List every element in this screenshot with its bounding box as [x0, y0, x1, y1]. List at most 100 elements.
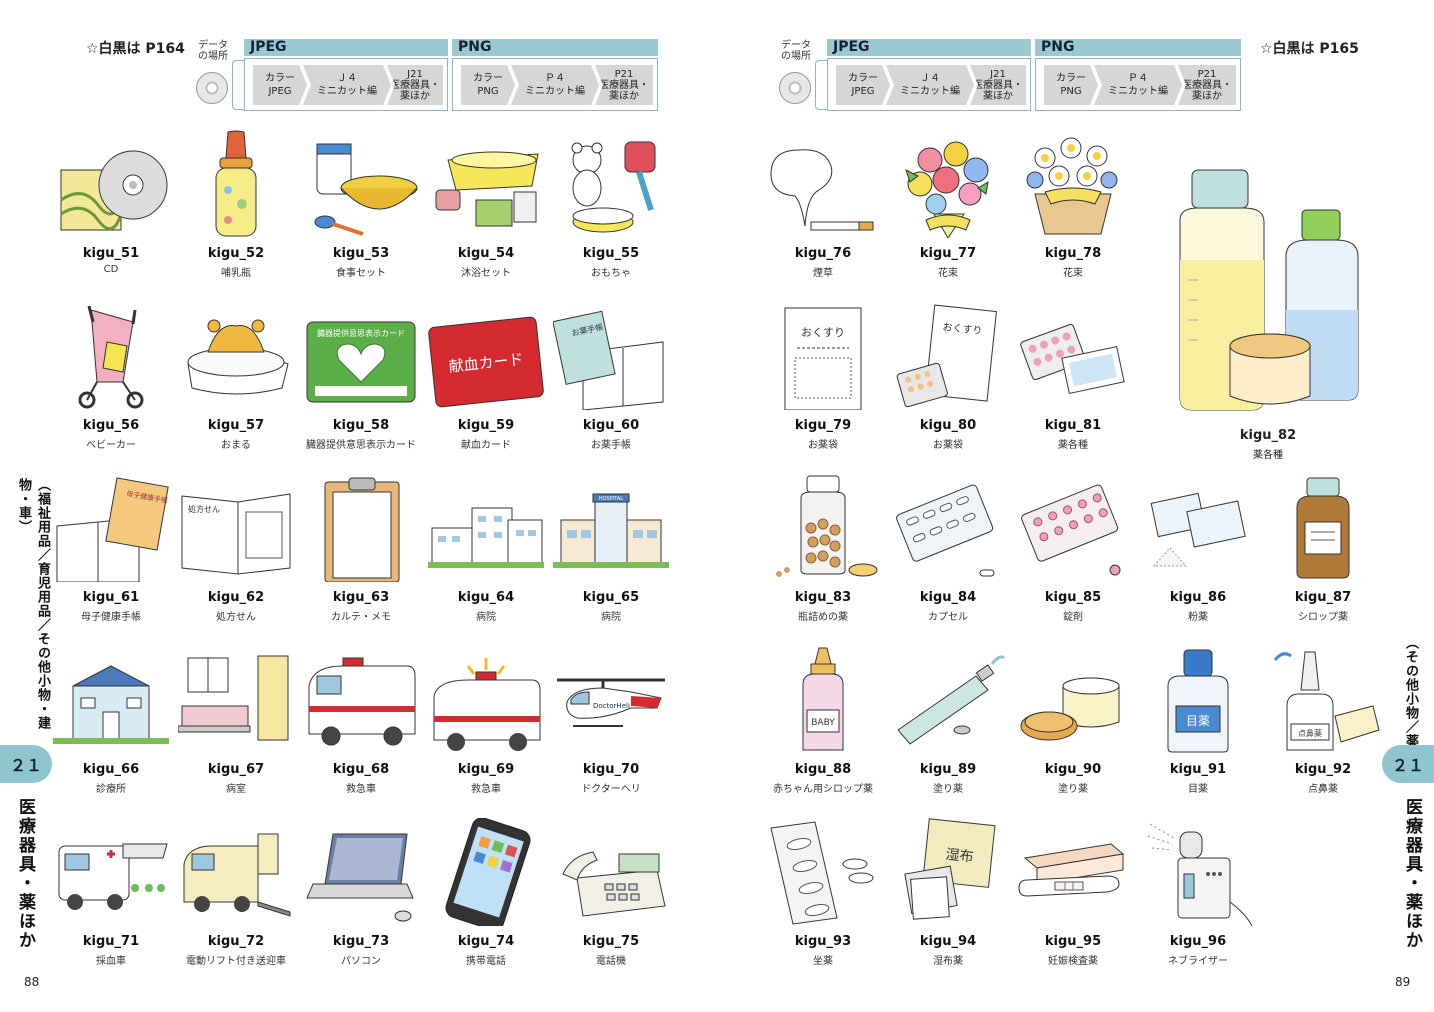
- clip-item[interactable]: kigu_54 沐浴セット: [426, 130, 546, 279]
- clip-item[interactable]: kigu_89 塗り薬: [888, 646, 1008, 795]
- nasal-spray-icon: 点鼻薬: [1265, 646, 1381, 754]
- ointment-tube-icon: [890, 646, 1006, 754]
- item-name: 薬各種: [1058, 440, 1088, 451]
- item-code: kigu_77: [919, 246, 977, 261]
- right-chapter-tab: ２１: [1382, 745, 1434, 783]
- item-code: kigu_61: [82, 590, 140, 605]
- clip-item[interactable]: kigu_63 カルテ・メモ: [301, 474, 421, 623]
- hospital-sign: HOSPITAL: [599, 496, 623, 502]
- clip-item[interactable]: kigu_51 CD: [51, 130, 171, 275]
- nasal-spray-label: 点鼻薬: [1298, 728, 1322, 738]
- item-code: kigu_70: [582, 762, 640, 777]
- clip-item[interactable]: 母子健康手帳 kigu_61 母子健康手帳: [51, 474, 171, 623]
- clip-item[interactable]: おくすり kigu_80 お薬袋: [888, 302, 1008, 451]
- clip-item[interactable]: kigu_68 救急車: [301, 646, 421, 795]
- item-code: kigu_53: [332, 246, 390, 261]
- suppository-icon: [765, 818, 881, 926]
- clip-item[interactable]: DoctorHeli kigu_70 ドクターヘリ: [551, 646, 671, 795]
- clip-item[interactable]: HOSPITAL kigu_65 病院: [551, 474, 671, 623]
- baby-bottle-icon: [178, 130, 294, 238]
- clip-item[interactable]: BABY kigu_88 赤ちゃん用シロップ薬: [763, 646, 883, 795]
- clip-item[interactable]: kigu_66 診療所: [51, 646, 171, 795]
- clip-item[interactable]: kigu_53 食事セット: [301, 130, 421, 279]
- right-chapter-title: 医療器具・薬ほか: [1402, 798, 1422, 950]
- clip-item[interactable]: おくすり kigu_79 お薬袋: [763, 302, 883, 451]
- clip-item[interactable]: kigu_78 花束: [1013, 130, 1133, 279]
- item-code: kigu_92: [1294, 762, 1352, 777]
- clip-item[interactable]: 献血カード kigu_59 献血カード: [426, 302, 546, 451]
- clip-item[interactable]: kigu_73 パソコン: [301, 818, 421, 967]
- clip-item[interactable]: kigu_52 哺乳瓶: [176, 130, 296, 279]
- item-name: ベビーカー: [86, 440, 136, 451]
- clip-item[interactable]: kigu_57 おまる: [176, 302, 296, 451]
- item-name: 臓器提供意思表示カード: [306, 440, 416, 451]
- png-title: PNG: [452, 39, 658, 56]
- item-name: 献血カード: [461, 440, 511, 451]
- clip-item[interactable]: kigu_86 粉薬: [1138, 474, 1258, 623]
- item-name: 哺乳瓶: [221, 268, 251, 279]
- jpeg-step-1: カラー JPEG: [836, 65, 890, 105]
- item-code: kigu_58: [332, 418, 390, 433]
- clip-item-large[interactable]: kigu_82 薬各種: [1168, 160, 1368, 461]
- eye-drops-icon: 目薬: [1140, 646, 1256, 754]
- item-name: 目薬: [1188, 784, 1208, 795]
- item-code: kigu_79: [794, 418, 852, 433]
- clip-item[interactable]: 臓器提供意思表示カード kigu_58 臓器提供意思表示カード: [301, 302, 421, 451]
- item-code: kigu_64: [457, 590, 515, 605]
- clip-item[interactable]: kigu_69 救急車: [426, 646, 546, 795]
- item-code: kigu_55: [582, 246, 640, 261]
- clip-item[interactable]: kigu_81 薬各種: [1013, 302, 1133, 451]
- item-code: kigu_75: [582, 934, 640, 949]
- clip-item[interactable]: kigu_84 カプセル: [888, 474, 1008, 623]
- hospital-room-icon: [177, 646, 294, 754]
- blood-card-icon: 献血カード: [428, 302, 544, 410]
- item-code: kigu_56: [82, 418, 140, 433]
- clip-item[interactable]: お薬手帳 kigu_60 お薬手帳: [551, 302, 671, 451]
- clip-item[interactable]: kigu_96 ネブライザー: [1138, 818, 1258, 967]
- jpeg-path-right: JPEG カラー JPEG Ｊ４ ミニカット編 J21 医療器具・ 薬ほか: [827, 39, 1031, 111]
- jpeg-path: JPEG カラー JPEG Ｊ４ ミニカット編 J21 医療器具・ 薬ほか: [244, 39, 448, 111]
- item-name: 沐浴セット: [461, 268, 511, 279]
- item-name: 病院: [476, 612, 496, 623]
- item-name: 錠剤: [1063, 612, 1083, 623]
- clip-item[interactable]: 目薬 kigu_91 目薬: [1138, 646, 1258, 795]
- clip-item[interactable]: kigu_87 シロップ薬: [1263, 474, 1383, 623]
- telephone-icon: [553, 818, 669, 926]
- clip-item[interactable]: kigu_75 電話機: [551, 818, 671, 967]
- item-code: kigu_96: [1169, 934, 1227, 949]
- item-name: 湿布薬: [933, 956, 963, 967]
- clip-item[interactable]: 点鼻薬 kigu_92 点鼻薬: [1263, 646, 1383, 795]
- item-code: kigu_74: [457, 934, 515, 949]
- clip-item[interactable]: kigu_90 塗り薬: [1013, 646, 1133, 795]
- clip-item[interactable]: kigu_72 電動リフト付き送迎車: [176, 818, 296, 967]
- clip-item[interactable]: kigu_64 病院: [426, 474, 546, 623]
- nebulizer-icon: [1140, 818, 1256, 927]
- clip-item[interactable]: kigu_95 妊娠検査薬: [1013, 818, 1133, 967]
- item-name: 電動リフト付き送迎車: [186, 956, 286, 967]
- item-code: kigu_86: [1169, 590, 1227, 605]
- jpeg-step-3: J21 医療器具・ 薬ほか: [387, 65, 443, 105]
- png-step-3: P21 医療器具・ 薬ほか: [1178, 65, 1236, 105]
- clip-item[interactable]: 湿布 kigu_94 湿布薬: [888, 818, 1008, 967]
- clip-item[interactable]: kigu_71 採血車: [51, 818, 171, 967]
- smartphone-icon: [428, 817, 544, 931]
- clip-item[interactable]: kigu_74 携帯電話: [426, 817, 546, 967]
- clip-item[interactable]: kigu_67 病室: [176, 646, 296, 795]
- clip-item[interactable]: kigu_85 錠剤: [1013, 474, 1133, 623]
- clip-item[interactable]: 処方せん kigu_62 処方せん: [176, 474, 296, 623]
- bw-page-note: ☆白黒は P164: [86, 41, 185, 57]
- item-name: おもちゃ: [591, 268, 631, 279]
- clip-item[interactable]: kigu_56 ベビーカー: [51, 302, 171, 451]
- item-name: 点鼻薬: [1308, 784, 1338, 795]
- item-code: kigu_80: [919, 418, 977, 433]
- meal-set-icon: [303, 130, 419, 238]
- clip-item[interactable]: kigu_83 瓶詰めの薬: [763, 474, 883, 623]
- item-name: お薬手帳: [591, 440, 631, 451]
- bouquet-icon: [890, 130, 1006, 239]
- syrup-icon: [1265, 474, 1381, 582]
- blood-bus-icon: [53, 818, 169, 926]
- clip-item[interactable]: kigu_55 おもちゃ: [551, 130, 671, 279]
- clip-item[interactable]: kigu_77 花束: [888, 130, 1008, 279]
- clip-item[interactable]: kigu_93 坐薬: [763, 818, 883, 967]
- clip-item[interactable]: kigu_76 煙草: [763, 130, 883, 279]
